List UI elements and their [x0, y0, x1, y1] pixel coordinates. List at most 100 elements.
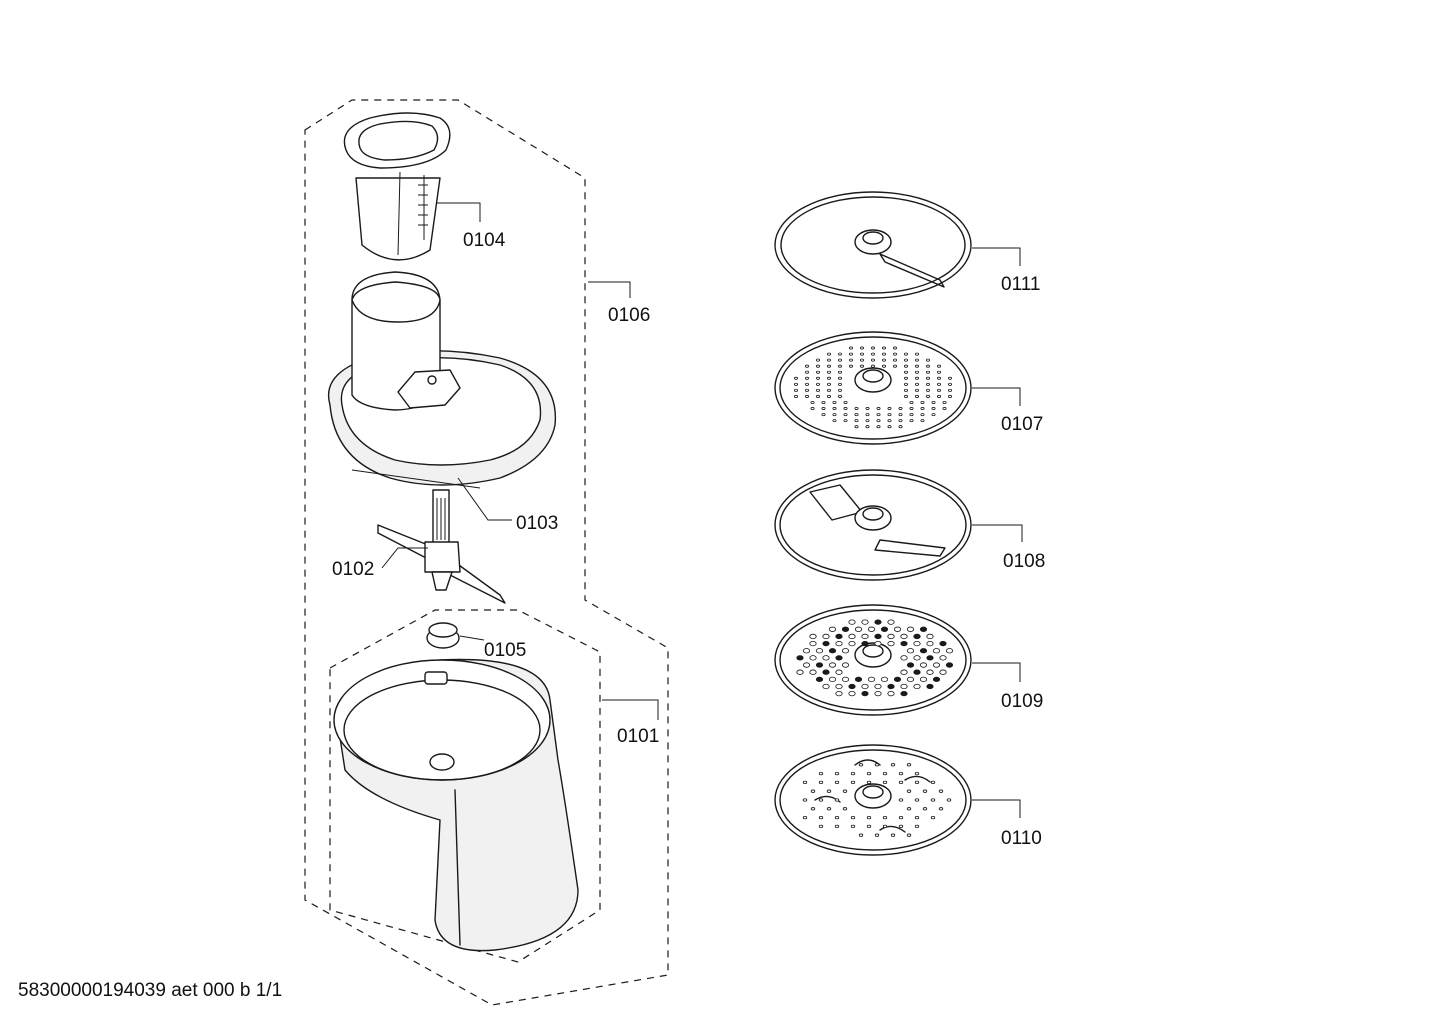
- grater-hole: [832, 419, 837, 423]
- grater-hole: [913, 633, 921, 640]
- grater-hole: [882, 352, 887, 356]
- grater-hole: [914, 798, 920, 802]
- grater-hole: [865, 413, 870, 417]
- grater-hole: [816, 364, 821, 368]
- grater-hole: [900, 640, 908, 647]
- grater-hole: [834, 780, 840, 785]
- grater-hole: [880, 626, 889, 632]
- grater-hole: [835, 633, 843, 640]
- label-0103: 0103: [516, 513, 558, 534]
- grater-hole: [890, 763, 896, 767]
- grater-hole: [898, 798, 904, 802]
- grater-hole: [805, 388, 810, 392]
- grater-hole: [887, 413, 892, 417]
- grater-hole: [915, 358, 920, 362]
- grater-hole: [802, 662, 811, 668]
- grater-hole: [818, 815, 824, 820]
- grater-hole: [920, 400, 925, 405]
- grater-hole: [794, 394, 799, 398]
- grater-hole: [816, 376, 821, 380]
- leader-0108: [972, 524, 1023, 542]
- grater-hole: [906, 676, 915, 682]
- grater-hole: [930, 780, 936, 785]
- grater-hole: [805, 364, 810, 368]
- grater-hole: [900, 633, 908, 640]
- grater-hole: [848, 691, 856, 697]
- grater-hole: [906, 789, 912, 793]
- grater-hole: [882, 824, 888, 829]
- label-0101: 0101: [617, 726, 659, 747]
- grater-hole: [866, 771, 872, 776]
- grater-hole: [848, 683, 856, 690]
- grater-hole: [838, 358, 843, 362]
- grater-hole: [945, 662, 954, 668]
- grater-hole: [874, 640, 882, 647]
- grater-hole: [946, 798, 952, 802]
- grater-hole: [920, 419, 925, 423]
- grater-hole: [854, 413, 859, 417]
- grater-hole: [932, 648, 941, 654]
- grater-hole: [898, 815, 904, 820]
- grater-hole: [858, 833, 864, 837]
- grater-hole: [882, 364, 887, 368]
- grater-hole: [919, 626, 928, 632]
- grater-hole: [915, 352, 920, 356]
- grater-hole: [838, 394, 843, 398]
- grater-hole: [938, 807, 944, 811]
- leader-0107: [972, 387, 1021, 406]
- leader-0105: [459, 635, 485, 641]
- grater-hole: [909, 407, 914, 411]
- grater-hole: [802, 815, 808, 820]
- grater-hole: [906, 662, 915, 668]
- grater-hole: [900, 683, 908, 690]
- leader-0111: [972, 247, 1021, 266]
- label-0110: 0110: [1001, 828, 1042, 849]
- disc-0111: [774, 191, 972, 299]
- grater-hole: [915, 394, 920, 398]
- grater-hole: [926, 669, 934, 675]
- grater-hole: [874, 683, 882, 690]
- disc-0109-holes: [796, 619, 954, 697]
- grater-hole: [931, 413, 936, 417]
- grater-hole: [810, 407, 815, 411]
- grater-hole: [887, 633, 895, 640]
- grater-hole: [920, 407, 925, 411]
- grater-hole: [816, 382, 821, 386]
- grater-hole: [932, 662, 941, 668]
- grater-hole: [926, 382, 931, 386]
- grater-hole: [898, 771, 904, 776]
- grater-hole: [849, 358, 854, 362]
- label-0111: 0111: [1001, 274, 1040, 295]
- grater-hole: [926, 388, 931, 392]
- grater-hole: [919, 648, 928, 654]
- grater-hole: [843, 413, 848, 417]
- leader-0104: [436, 202, 481, 222]
- grater-hole: [937, 364, 942, 368]
- drawing-number-footer: 58300000194039 aet 000 b 1/1: [18, 980, 283, 1001]
- grater-hole: [932, 676, 941, 682]
- grater-hole: [848, 640, 856, 647]
- grater-hole: [915, 364, 920, 368]
- grater-hole: [854, 419, 859, 423]
- grater-hole: [887, 419, 892, 423]
- grater-hole: [827, 352, 832, 356]
- label-0106: 0106: [608, 305, 650, 326]
- grater-hole: [930, 815, 936, 820]
- grater-hole: [882, 815, 888, 820]
- grater-hole: [827, 388, 832, 392]
- grater-hole: [828, 662, 837, 668]
- grater-hole: [854, 407, 859, 411]
- grater-hole: [835, 683, 843, 690]
- grater-hole: [802, 780, 808, 785]
- leader-0106: [588, 281, 631, 298]
- grater-hole: [805, 376, 810, 380]
- grater-hole: [906, 807, 912, 811]
- grater-hole: [882, 358, 887, 362]
- grater-hole: [850, 824, 856, 829]
- grater-hole: [893, 626, 902, 632]
- grater-hole: [939, 640, 947, 647]
- grater-hole: [871, 352, 876, 356]
- grater-hole: [926, 633, 934, 640]
- grater-hole: [939, 669, 947, 675]
